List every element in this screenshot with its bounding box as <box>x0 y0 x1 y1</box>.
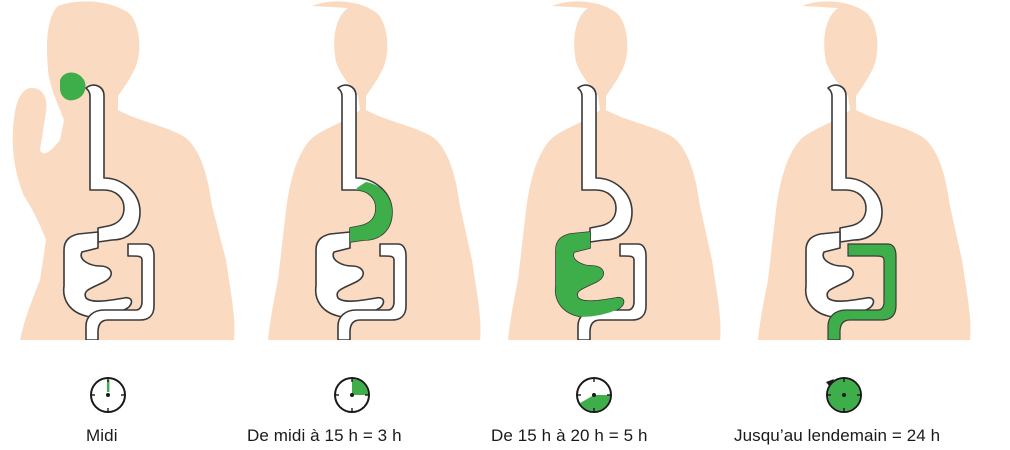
body-figure <box>490 0 740 340</box>
torso-silhouette <box>508 1 721 340</box>
clock-center <box>106 393 110 397</box>
clock-center <box>842 393 846 397</box>
clock-icon <box>820 371 868 419</box>
torso-silhouette <box>758 1 971 340</box>
stage-caption: Jusqu’au lendemain = 24 h <box>734 426 940 446</box>
stage-small-intestine: De 15 h à 20 h = 5 h <box>490 0 740 450</box>
body-figure <box>0 0 250 340</box>
stage-midi: Midi <box>0 0 250 450</box>
torso-silhouette <box>268 1 481 340</box>
clock-icon <box>84 371 132 419</box>
clock-center <box>350 393 354 397</box>
clock-center <box>592 393 596 397</box>
stage-stomach: De midi à 15 h = 3 h <box>250 0 500 450</box>
stage-large-intestine: Jusqu’au lendemain = 24 h <box>740 0 1010 450</box>
clock-icon <box>328 371 376 419</box>
torso-silhouette <box>13 1 235 340</box>
body-figure <box>250 0 500 340</box>
stage-caption: De 15 h à 20 h = 5 h <box>491 426 648 446</box>
clock-icon <box>570 371 618 419</box>
stage-caption: Midi <box>86 426 118 446</box>
body-figure <box>740 0 990 340</box>
stage-caption: De midi à 15 h = 3 h <box>247 426 402 446</box>
elapsed-sector <box>352 379 368 395</box>
